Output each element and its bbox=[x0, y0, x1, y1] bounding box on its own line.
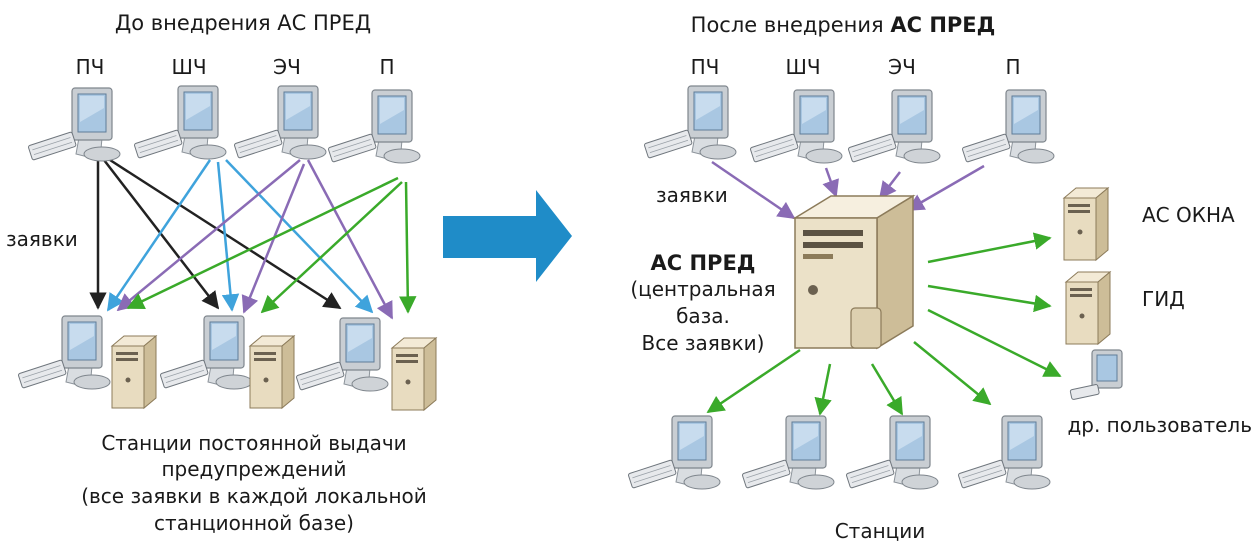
mesh-ech-to-st3 bbox=[306, 159, 394, 320]
out-arrow-st3 bbox=[870, 363, 904, 416]
out-arrow-user bbox=[927, 308, 1062, 378]
right-title-prefix: После внедрения bbox=[691, 13, 891, 37]
right-workstation-ech-icon bbox=[847, 89, 941, 164]
out-arrow-st4 bbox=[913, 341, 992, 406]
out-arrow-gid bbox=[927, 284, 1052, 313]
left-label-shch: ШЧ bbox=[171, 55, 206, 79]
server-desc-line-2: база. bbox=[676, 304, 730, 328]
server-desc-line-1: (центральная bbox=[630, 277, 775, 301]
workstation-shch-icon bbox=[133, 85, 227, 160]
out-arrow-st2 bbox=[814, 363, 832, 416]
right-top-labels: ПЧ ШЧ ЭЧ П bbox=[691, 55, 1021, 79]
side-systems: АС ОКНА ГИД др. пользователь bbox=[1063, 187, 1252, 437]
right-label-pch: ПЧ bbox=[691, 55, 720, 79]
left-requests-label: заявки bbox=[6, 227, 78, 251]
left-caption-line-3: (все заявки в каждой локальной bbox=[81, 484, 427, 508]
incoming-arrow-ech bbox=[878, 171, 901, 200]
right-station-2-icon bbox=[741, 415, 835, 490]
left-workstations bbox=[27, 85, 421, 164]
right-title-bold: АС ПРЕД bbox=[890, 13, 995, 37]
incoming-arrow-shch bbox=[822, 167, 839, 198]
right-workstation-pch-icon bbox=[643, 85, 737, 160]
other-user-label: др. пользователь bbox=[1067, 413, 1252, 437]
station-2-pc-icon bbox=[159, 315, 253, 390]
incoming-arrow-p bbox=[906, 164, 985, 212]
left-stations bbox=[17, 315, 437, 411]
workstation-pch-icon bbox=[27, 87, 121, 162]
mesh-p-to-st2 bbox=[260, 181, 403, 314]
left-title: До внедрения АС ПРЕД bbox=[115, 11, 371, 35]
left-label-ech: ЭЧ bbox=[273, 55, 301, 79]
right-bottom-label: Станции bbox=[835, 519, 926, 543]
station-1-server-icon bbox=[111, 335, 157, 409]
gid-label: ГИД bbox=[1142, 287, 1185, 311]
mesh-shch-to-st2 bbox=[216, 161, 240, 312]
outgoing-distribution-arrows bbox=[706, 232, 1062, 416]
server-description: АС ПРЕД (центральная база. Все заявки) bbox=[630, 251, 775, 355]
mesh-p-to-st3 bbox=[399, 181, 417, 314]
right-station-4-icon bbox=[957, 415, 1051, 490]
left-top-labels: ПЧ ШЧ ЭЧ П bbox=[76, 55, 395, 79]
station-2-server-icon bbox=[249, 335, 295, 409]
right-workstation-shch-icon bbox=[749, 89, 843, 164]
right-label-ech: ЭЧ bbox=[888, 55, 916, 79]
left-caption-line-2: предупреждений bbox=[161, 457, 346, 481]
transition-arrow-icon bbox=[443, 190, 572, 282]
right-station-1-icon bbox=[627, 415, 721, 490]
mesh-shch-to-st1 bbox=[106, 159, 212, 312]
mesh-shch-to-st3 bbox=[225, 159, 374, 314]
other-user-pc-icon bbox=[1069, 349, 1123, 401]
right-workstations bbox=[643, 85, 1055, 164]
left-label-pch: ПЧ bbox=[76, 55, 105, 79]
incoming-request-arrows bbox=[711, 160, 985, 220]
right-stations bbox=[627, 415, 1051, 490]
right-workstation-p-icon bbox=[961, 89, 1055, 164]
okna-label: АС ОКНА bbox=[1142, 203, 1235, 227]
out-arrow-okna bbox=[927, 232, 1052, 264]
station-1-pc-icon bbox=[17, 315, 111, 390]
right-label-p: П bbox=[1005, 55, 1020, 79]
incoming-arrow-pch bbox=[711, 160, 796, 220]
right-requests-label: заявки bbox=[656, 183, 728, 207]
workstation-ech-icon bbox=[233, 85, 327, 160]
right-label-shch: ШЧ bbox=[785, 55, 820, 79]
right-title: После внедрения АС ПРЕД bbox=[691, 13, 996, 37]
okna-server-icon bbox=[1063, 187, 1109, 261]
right-station-3-icon bbox=[845, 415, 939, 490]
out-arrow-st1 bbox=[706, 348, 801, 414]
server-desc-line-3: Все заявки) bbox=[642, 331, 765, 355]
left-caption-line-4: станционной базе) bbox=[154, 511, 354, 535]
mesh-p-to-st1 bbox=[126, 176, 399, 310]
left-caption: Станции постоянной выдачи предупреждений… bbox=[81, 431, 427, 535]
mesh-ech-to-st1 bbox=[116, 159, 301, 312]
gid-server-icon bbox=[1065, 271, 1111, 345]
station-3-pc-icon bbox=[295, 317, 389, 392]
left-connection-mesh bbox=[89, 158, 417, 320]
station-3-server-icon bbox=[391, 337, 437, 411]
workstation-p-icon bbox=[327, 89, 421, 164]
server-title: АС ПРЕД bbox=[651, 251, 756, 275]
left-caption-line-1: Станции постоянной выдачи bbox=[101, 431, 406, 455]
left-label-p: П bbox=[379, 55, 394, 79]
central-server-icon bbox=[794, 195, 914, 349]
